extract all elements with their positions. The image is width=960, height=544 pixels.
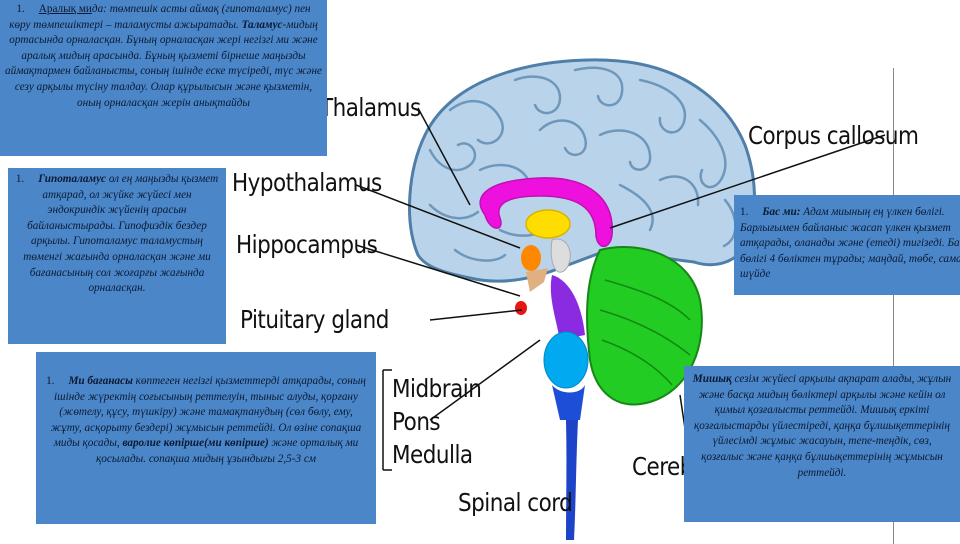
hypothalamus-text: ол ең маңызды қызмет атқарад, ол жүйке ж… (23, 173, 219, 295)
label-midbrain: Midbrain (392, 374, 482, 403)
pituitary-region (515, 301, 527, 315)
hippocampus-region (550, 238, 571, 273)
hypothalamus-region (521, 245, 541, 271)
right-border-line (893, 68, 894, 544)
label-hippocampus: Hippocampus (236, 230, 378, 259)
term-thalamus: Таламус (241, 18, 283, 31)
cerebrum-text: Адам миының ең үлкен бөлігі. Барлығымен … (740, 206, 960, 281)
term-cerebellum: Мишық (692, 373, 732, 385)
label-thalamus: Thalamus (320, 93, 421, 122)
label-spinal-cord: Spinal cord (458, 488, 573, 517)
term-pons-bridge: варолие көпірше(ми көпірше) (122, 437, 269, 450)
label-hypothalamus: Hypothalamus (232, 168, 382, 197)
cerebellum-region (586, 246, 703, 406)
intermediate-text-1: дa: төмпешік асты аймақ (гипоталамус) пе… (9, 3, 311, 31)
term-brainstem: Ми бағанасы (68, 375, 133, 387)
intermediate-text-2: -мидың ортасында орналасқан. Бұның орнал… (5, 18, 322, 109)
cortex-gyri (428, 66, 737, 262)
label-pons: Pons (392, 407, 441, 436)
intermediate-brain-box: 1. Аралық мидa: төмпешік асты аймақ (гипо… (0, 0, 327, 156)
box-number: 1. (15, 173, 25, 185)
leader-lines (355, 107, 886, 471)
medulla-region (552, 385, 585, 420)
label-medulla: Medulla (392, 440, 473, 469)
box-number: 1. (46, 375, 55, 387)
term-cerebrum: Бас ми: (762, 206, 801, 218)
cerebellum-folia (599, 279, 691, 386)
hypothalamus-box: 1. Гипоталамус ол ең маңызды қызмет атқар… (8, 168, 226, 344)
term-intermediate-brain: Аралық ми (38, 3, 92, 15)
pons-region (543, 331, 589, 389)
term-hypothalamus: Гипоталамус (38, 173, 107, 185)
box-number: 1. (740, 206, 749, 218)
label-pituitary-gland: Pituitary gland (240, 305, 389, 334)
label-cerebellum: Cereb (632, 452, 693, 481)
brainstem-box: 1. Ми бағанасы көптеген негізгі қызметтер… (36, 352, 376, 524)
cerebellum-text: сезім жүйесі арқылы ақпарат алады, жұлын… (694, 373, 952, 479)
box-number: 1. (16, 3, 25, 15)
label-corpus-callosum: Corpus callosum (748, 121, 919, 150)
thalamus-region (525, 209, 571, 239)
brainstem-text-1: көптеген негізгі қызметтерді атқарады, с… (50, 375, 366, 450)
midbrain-region (550, 275, 585, 340)
cerebrum-box: 1. Бас ми: Адам миының ең үлкен бөлігі. Б… (734, 195, 960, 295)
cerebellum-box: Мишық сезім жүйесі арқылы ақпарат алады,… (684, 366, 960, 522)
brainstem-text-2: және орталық ми қосылады. сопақша мидың … (96, 437, 359, 465)
spinal-cord-region (566, 420, 578, 540)
corpus-callosum (479, 177, 613, 248)
infundibulum (526, 268, 548, 292)
